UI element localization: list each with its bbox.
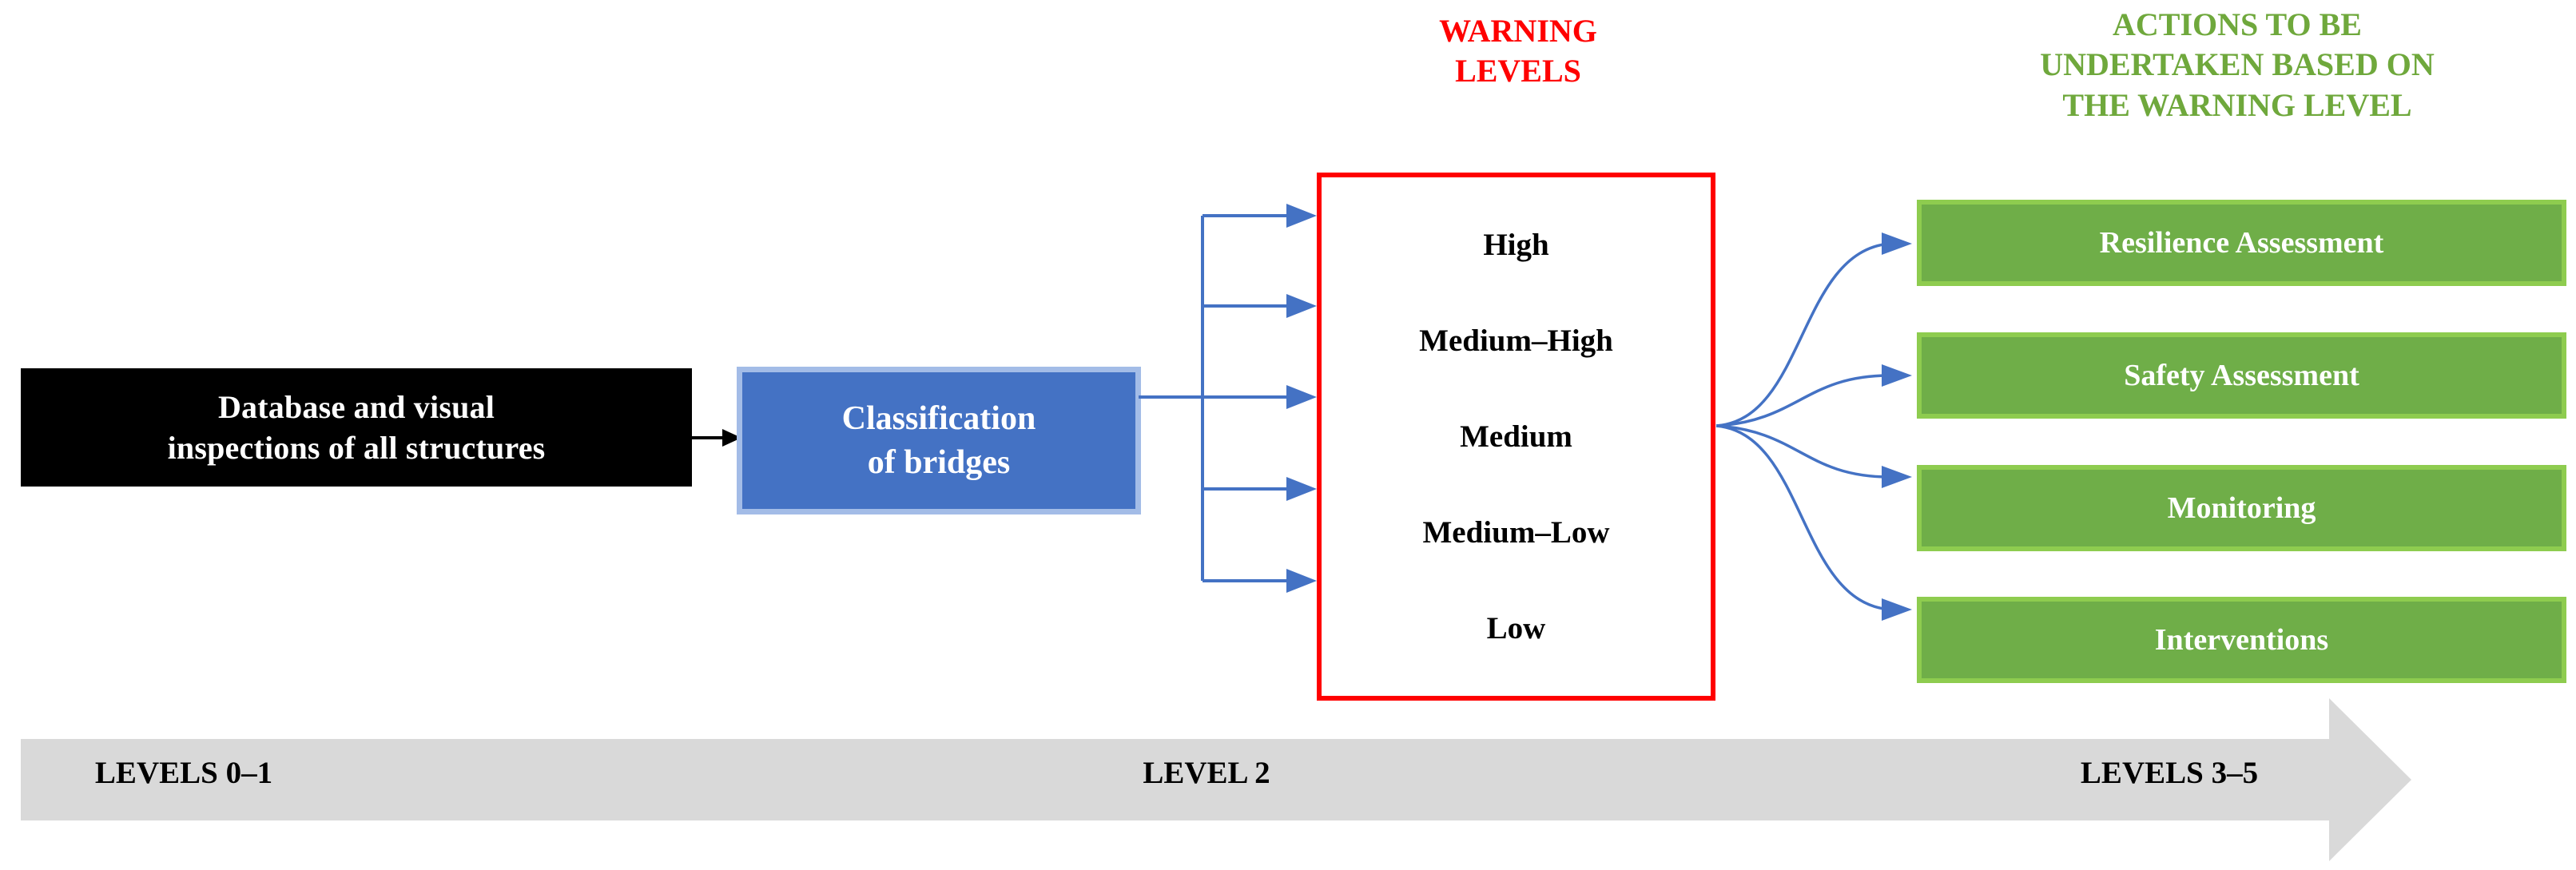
action-label-interventions: Interventions [2154, 623, 2329, 657]
warning-level-low: Low [1486, 611, 1546, 646]
action-label-resilience-assessment: Resilience Assessment [2099, 226, 2384, 260]
level-caption-levels-0-1: LEVELS 0–1 [94, 756, 273, 790]
level-caption-level-2: LEVEL 2 [1143, 756, 1270, 790]
warning-level-medium-low: Medium–Low [1422, 515, 1610, 550]
database-box-line-2: inspections of all structures [167, 430, 546, 466]
actions-title: ACTIONS TO BE UNDERTAKEN BASED ON THE WA… [1910, 5, 2565, 125]
action-box-safety-assessment: Safety Assessment [1917, 332, 2566, 419]
warning-levels-title-line-2: LEVELS [1455, 53, 1581, 89]
database-box-text: Database and visual inspections of all s… [168, 387, 546, 468]
classification-box-line-2: of bridges [867, 443, 1011, 481]
classification-box-line-1: Classification [841, 399, 1036, 437]
warning-levels-title: WARNING LEVELS [1302, 11, 1734, 91]
fan-connector-levels-to-actions [1715, 232, 1912, 621]
warning-levels-box: High Medium–High Medium Medium–Low Low [1317, 173, 1715, 701]
actions-title-line-1: ACTIONS TO BE [2113, 6, 2362, 42]
classification-box-text: Classification of bridges [842, 397, 1036, 484]
levels-progression-arrow [21, 698, 2411, 861]
arrow-database-to-classification [692, 429, 741, 447]
classification-of-bridges-box: Classification of bridges [737, 367, 1141, 514]
warning-level-medium-high: Medium–High [1419, 323, 1613, 358]
action-label-monitoring: Monitoring [2167, 491, 2316, 525]
actions-title-line-2: UNDERTAKEN BASED ON [2040, 46, 2435, 83]
action-box-interventions: Interventions [1917, 597, 2566, 683]
warning-levels-title-line-1: WARNING [1439, 13, 1597, 49]
warning-level-high: High [1483, 227, 1549, 262]
action-box-resilience-assessment: Resilience Assessment [1917, 200, 2566, 286]
action-label-safety-assessment: Safety Assessment [2124, 359, 2359, 392]
level-caption-levels-3-5: LEVELS 3–5 [2080, 756, 2259, 790]
branch-connector-classification-to-levels [1139, 204, 1317, 593]
action-box-monitoring: Monitoring [1917, 465, 2566, 551]
actions-title-line-3: THE WARNING LEVEL [2062, 86, 2412, 123]
database-inspections-box: Database and visual inspections of all s… [21, 368, 692, 487]
warning-level-medium: Medium [1460, 419, 1572, 454]
database-box-line-1: Database and visual [217, 388, 495, 425]
